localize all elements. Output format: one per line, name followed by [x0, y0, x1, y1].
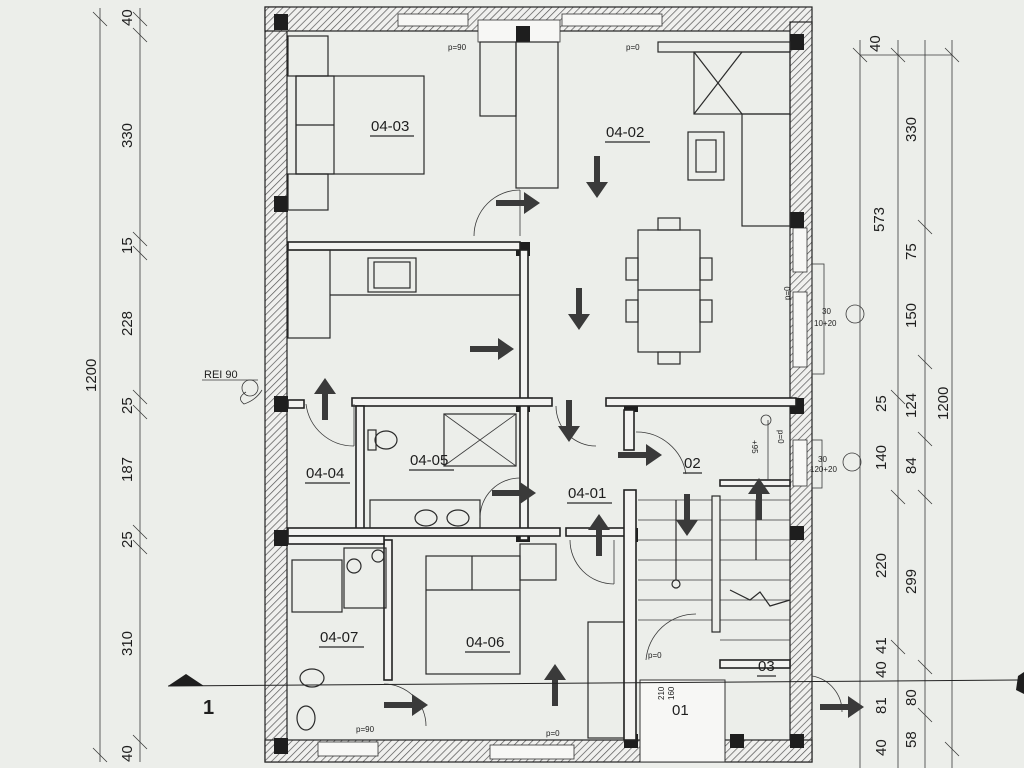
room-label-04-03: 04-03 — [371, 118, 409, 135]
note-p90-top: p=90 — [448, 43, 467, 52]
left-dimension-chain — [92, 8, 148, 763]
dim-right-outer-5: 41 — [873, 637, 890, 654]
dim-right-outer-1: 573 — [871, 207, 888, 232]
room-label-04-04: 04-04 — [306, 465, 344, 482]
dim-right-outer-2: 124 — [903, 393, 920, 418]
note-p0-stair: p=0 — [648, 651, 662, 660]
dim-left-3: 15 — [119, 237, 136, 254]
dim-right-outer-3: 84 — [903, 457, 920, 474]
room-label-03: 03 — [758, 658, 775, 675]
dim-left-6: 187 — [119, 457, 136, 482]
dim-right-outer-4: 299 — [903, 569, 920, 594]
dim-right-inner-1: 40 — [867, 35, 884, 52]
room-label-02: 02 — [684, 455, 701, 472]
room-label-04-07: 04-07 — [320, 629, 358, 646]
room-label-04-06: 04-06 — [466, 634, 504, 651]
window-sills — [811, 263, 825, 489]
note-p0-bottom: p=0 — [546, 729, 560, 738]
note-window-a-top: 30 — [822, 307, 831, 316]
dim-right-outer-7: 58 — [903, 731, 920, 748]
note-stair-160: 160 — [667, 686, 676, 700]
dim-right-inner-10: 40 — [873, 739, 890, 756]
dim-left-1: 40 — [119, 9, 136, 26]
room-label-04-02: 04-02 — [606, 124, 644, 141]
right-dimension-chains — [852, 40, 960, 768]
room-label-01: 01 — [672, 702, 689, 719]
dim-left-5: 25 — [119, 397, 136, 414]
note-p90-bottom: p=90 — [356, 725, 375, 734]
dim-right-inner-4: 150 — [903, 303, 920, 328]
note-p0-top: p=0 — [626, 43, 640, 52]
dim-right-outer-total: 1200 — [935, 387, 952, 420]
note-window-a-bottom: 10+20 — [814, 319, 837, 328]
dim-right-inner-5: 25 — [873, 395, 890, 412]
section-marker-label: 1 — [203, 697, 214, 719]
dim-left-2: 330 — [119, 123, 136, 148]
dim-right-inner-2: 330 — [903, 117, 920, 142]
furniture — [287, 35, 791, 739]
dim-right-inner-9: 81 — [873, 697, 890, 714]
dim-left-8: 310 — [119, 631, 136, 656]
dim-left-7: 25 — [119, 531, 136, 548]
note-window-b-bottom: 120+20 — [810, 465, 837, 474]
note-level-b: p=0 — [776, 430, 785, 444]
note-stair-210: 210 — [657, 686, 666, 700]
dim-left-4: 228 — [119, 311, 136, 336]
room-label-04-05: 04-05 — [410, 452, 448, 469]
dim-left-total: 1200 — [83, 359, 100, 392]
note-level-a: +95 — [750, 440, 759, 454]
section-line — [167, 672, 1024, 694]
dim-left-9: 40 — [119, 745, 136, 762]
dim-right-inner-3: 75 — [903, 243, 920, 260]
fire-rating-label: REI 90 — [204, 369, 238, 381]
note-window-b-top: 30 — [818, 455, 827, 464]
exterior-walls — [264, 6, 813, 763]
dim-right-inner-8: 40 — [873, 661, 890, 678]
room-label-04-01: 04-01 — [568, 485, 606, 502]
fire-rating-marker — [202, 379, 263, 405]
evacuation-arrows — [314, 156, 864, 718]
note-p0-right: p=0 — [783, 286, 792, 300]
dim-right-outer-6: 80 — [903, 689, 920, 706]
dim-right-inner-6: 140 — [873, 445, 890, 470]
interior-walls — [287, 241, 797, 741]
grid-axis-markers — [842, 304, 865, 472]
dim-right-inner-7: 220 — [873, 553, 890, 578]
